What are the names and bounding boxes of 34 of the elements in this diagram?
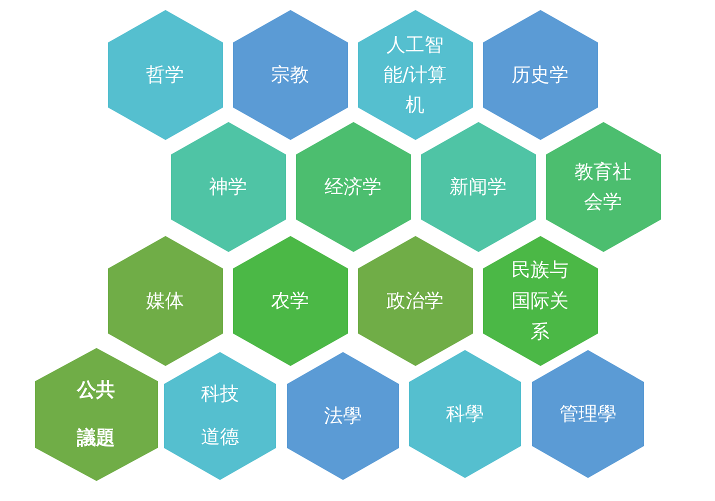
hexagon-tile	[358, 10, 472, 140]
subject-label: 管理學	[560, 402, 616, 427]
hexagon-tile	[409, 350, 521, 478]
subject-label: 宗教	[271, 63, 309, 88]
subject-label: 法學	[324, 404, 362, 429]
hexagon-tile	[482, 236, 598, 366]
subject-label: 历史学	[512, 63, 568, 88]
subject-label: 人工智能/计算机	[382, 33, 448, 118]
hexagon-tile	[482, 10, 598, 140]
subject-label: 科學	[446, 402, 484, 427]
hexagon-tile	[164, 352, 276, 480]
subject-label: 公共議題	[76, 378, 116, 451]
subject-label: 教育社会学	[574, 160, 632, 215]
subject-label: 科技道德	[200, 382, 240, 450]
hexagon-tile	[420, 122, 536, 252]
subject-label: 媒体	[146, 289, 184, 314]
subject-label: 民族与国际关系	[510, 258, 570, 344]
hexagon-tile	[296, 122, 410, 252]
hexagon-tile	[287, 352, 399, 480]
subject-label: 经济学	[324, 175, 382, 200]
subject-label: 农学	[271, 289, 309, 314]
subject-label: 哲学	[146, 63, 184, 88]
hexagon-tile	[546, 122, 660, 252]
hexagon-tile	[108, 10, 222, 140]
hexagon-tile	[34, 348, 158, 480]
hexagon-tile	[232, 10, 348, 140]
hexagon-tile	[232, 236, 348, 366]
subject-label: 神学	[209, 175, 247, 200]
hexagon-tile	[532, 350, 644, 478]
subject-label: 新闻学	[450, 175, 506, 200]
hexagon-tile	[108, 236, 222, 366]
subject-label: 政治学	[386, 289, 444, 314]
hexagon-tile	[358, 236, 472, 366]
hexagon-tile	[170, 122, 286, 252]
